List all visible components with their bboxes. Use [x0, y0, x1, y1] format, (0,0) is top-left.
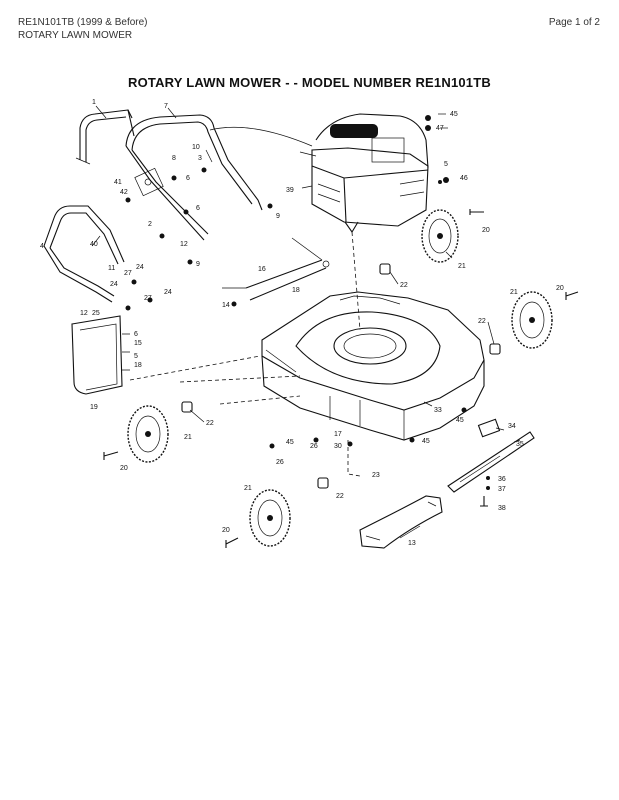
callout-24c: 24 [164, 289, 172, 296]
model-header: RE1N101TB (1999 & Before) [18, 17, 148, 28]
upper-handle [75, 109, 135, 165]
callout-26a: 26 [310, 443, 318, 450]
leader-lines [91, 105, 521, 539]
callout-45c: 45 [422, 438, 430, 445]
callout-27a: 27 [124, 270, 132, 277]
callout-20b: 20 [556, 285, 564, 292]
diagram-title: ROTARY LAWN MOWER - - MODEL NUMBER RE1N1… [128, 75, 491, 90]
callout-36: 36 [498, 476, 506, 483]
blade [447, 431, 535, 493]
wheel-front-left [127, 405, 169, 463]
callout-6b: 6 [196, 205, 200, 212]
callout-1: 1 [92, 99, 96, 106]
callout-8: 8 [172, 155, 176, 162]
wheel-front-right [421, 209, 459, 263]
callout-18b: 18 [134, 362, 142, 369]
callout-6a: 6 [186, 175, 190, 182]
wheel-bolts [103, 209, 579, 548]
callout-22a: 22 [400, 282, 408, 289]
callout-20a: 20 [482, 227, 490, 234]
callout-20d: 20 [222, 527, 230, 534]
mower-deck [179, 291, 485, 477]
callout-10: 10 [192, 144, 200, 151]
callout-27b: 27 [144, 295, 152, 302]
callout-25: 25 [92, 310, 100, 317]
callout-9b: 9 [196, 261, 200, 268]
hardware [125, 115, 490, 490]
callout-37: 37 [498, 486, 506, 493]
wheel-rear-right [511, 291, 553, 349]
callout-47: 47 [436, 125, 444, 132]
callout-14: 14 [222, 302, 230, 309]
callout-45d: 45 [456, 417, 464, 424]
product-header: ROTARY LAWN MOWER [18, 30, 133, 41]
callout-46: 46 [460, 175, 468, 182]
callout-24b: 24 [110, 281, 118, 288]
callout-22c: 22 [206, 420, 214, 427]
main-handle [125, 114, 263, 241]
callout-38: 38 [498, 505, 506, 512]
callout-20c: 20 [120, 465, 128, 472]
rear-deflector [71, 315, 261, 395]
callout-22b: 22 [478, 318, 486, 325]
callout-21b: 21 [510, 289, 518, 296]
callout-26b: 26 [276, 459, 284, 466]
callout-15: 15 [134, 340, 142, 347]
callout-17: 17 [334, 431, 342, 438]
callout-11: 11 [108, 265, 115, 272]
callout-45: 45 [450, 111, 458, 118]
callout-12b: 12 [80, 310, 88, 317]
rear-baffle [359, 495, 443, 549]
callout-5b: 5 [134, 353, 138, 360]
callout-labels: 1 7 45 47 10 3 8 6 5 46 41 42 39 9 6 2 2… [40, 99, 564, 547]
page-indicator: Page 1 of 2 [548, 17, 600, 28]
control-rod [222, 237, 330, 301]
callout-24a: 24 [136, 264, 144, 271]
callout-16: 16 [258, 266, 266, 273]
callout-41: 41 [114, 179, 122, 186]
callout-5: 5 [444, 161, 448, 168]
callout-23: 23 [372, 472, 380, 479]
wheel-rear-left [249, 489, 291, 547]
callout-6c: 6 [134, 331, 138, 338]
callout-12a: 12 [180, 241, 188, 248]
callout-13: 13 [408, 540, 416, 547]
callout-42: 42 [120, 189, 128, 196]
wheel-spacers [181, 263, 501, 489]
callout-22d: 22 [336, 493, 344, 500]
callout-21d: 21 [244, 485, 252, 492]
callout-9a: 9 [276, 213, 280, 220]
callout-18a: 18 [292, 287, 300, 294]
callout-19: 19 [90, 404, 98, 411]
callout-3: 3 [198, 155, 202, 162]
callout-35: 35 [516, 441, 524, 448]
callout-21a: 21 [458, 263, 466, 270]
blade-adapter [477, 418, 501, 438]
callout-40: 40 [90, 241, 98, 248]
callout-33: 33 [434, 407, 442, 414]
callout-30: 30 [334, 443, 342, 450]
callout-45b: 45 [286, 439, 294, 446]
callout-34: 34 [508, 423, 516, 430]
callout-4: 4 [40, 243, 44, 250]
callout-2: 2 [148, 221, 152, 228]
callout-39: 39 [286, 187, 294, 194]
callout-21c: 21 [184, 434, 192, 441]
callout-7: 7 [164, 103, 168, 110]
engine [299, 113, 429, 331]
lower-handle [43, 205, 125, 303]
